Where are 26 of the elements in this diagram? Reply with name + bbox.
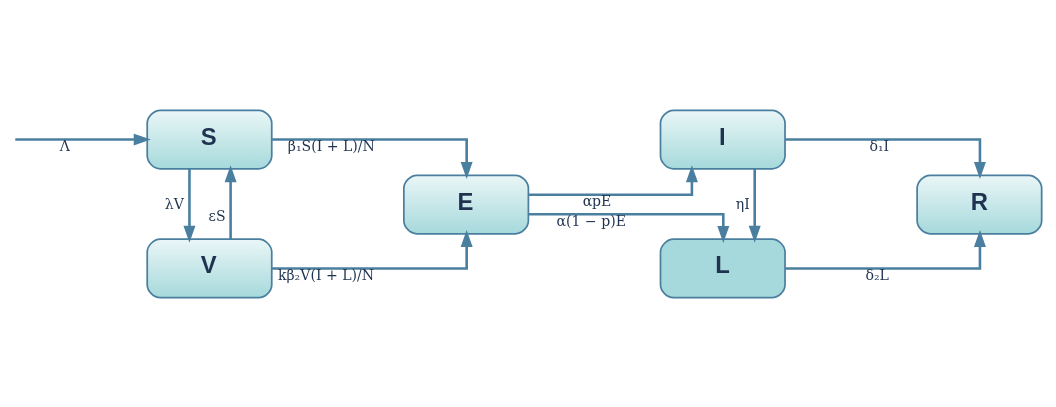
edge-label: β₁S(I + L)/N — [287, 137, 375, 154]
edge-label: α(1 − p)E — [556, 212, 627, 229]
edge-label: kβ₂V(I + L)/N — [277, 266, 375, 283]
edge-label: δ₂L — [865, 266, 889, 283]
edge-label: δ₁I — [869, 137, 890, 154]
arrow — [748, 168, 761, 243]
node-box: L — [659, 237, 786, 299]
arrow — [183, 168, 196, 243]
arrow — [224, 164, 237, 239]
edge-label: λV — [164, 195, 184, 212]
arrow — [272, 229, 473, 270]
edge-label: ηI — [735, 195, 750, 212]
edge-label: αpE — [582, 192, 612, 209]
arrow — [272, 137, 473, 179]
node-box: I — [659, 108, 786, 170]
node-box: R — [916, 173, 1043, 235]
arrow — [785, 229, 986, 270]
arrow — [528, 212, 730, 243]
arrow — [15, 133, 151, 146]
edge-label: Λ — [59, 137, 70, 154]
arrow — [785, 137, 986, 179]
node-box: E — [403, 173, 530, 235]
node-box: S — [146, 108, 273, 170]
arrow — [528, 164, 698, 196]
node-box: V — [146, 237, 273, 299]
edge-label: εS — [208, 207, 226, 224]
